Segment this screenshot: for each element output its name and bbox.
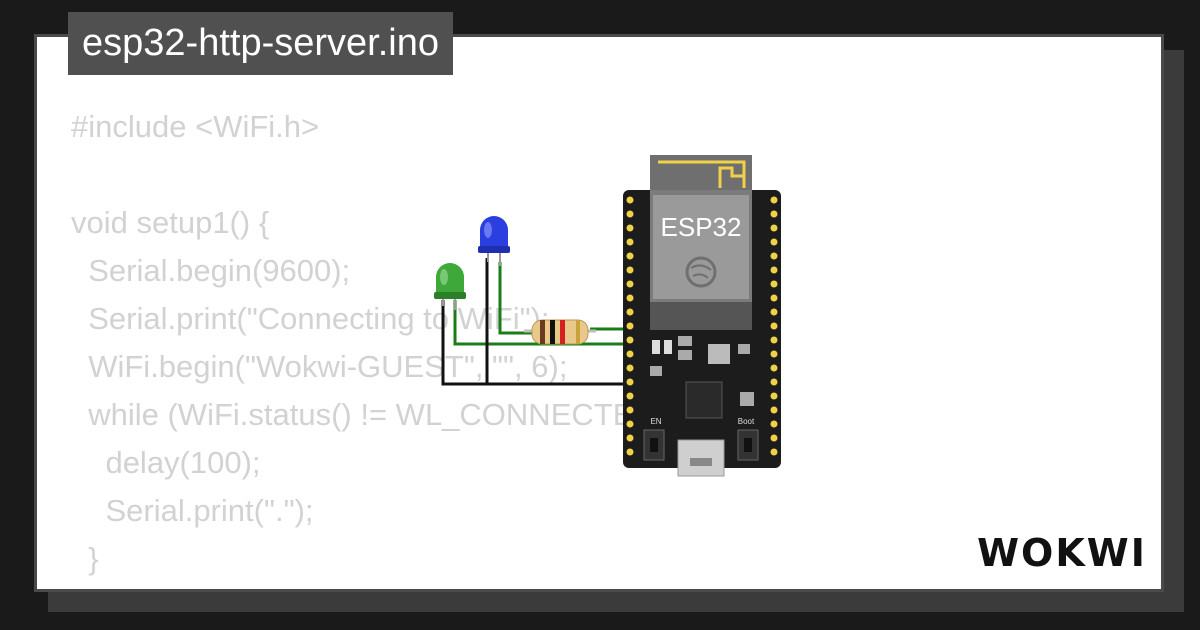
code-line: Serial.print("Connecting to WiFi"); — [71, 301, 550, 336]
pin-header-left — [626, 196, 634, 456]
boot-button-label: Boot — [738, 417, 755, 426]
resistor — [524, 319, 596, 345]
wire-black-gnd-2 — [441, 300, 487, 386]
code-line: Serial.begin(9600); — [71, 253, 351, 288]
en-button-label: EN — [650, 417, 661, 426]
esp32-board: ESP32 — [623, 155, 781, 477]
code-line: Serial.println(" Connected!"); — [71, 583, 685, 589]
wokwi-logo: WOKWI — [977, 531, 1147, 575]
project-title-tab[interactable]: esp32-http-server.ino — [68, 12, 453, 75]
code-line: while (WiFi.status() != WL_CONNECTED) { — [71, 397, 686, 432]
wokwi-logo-text: WOKWI — [977, 531, 1147, 575]
board-label: ESP32 — [661, 212, 742, 242]
circuit-diagram: ESP32 — [434, 155, 781, 477]
led-green — [434, 263, 466, 310]
code-line: delay(100); — [71, 445, 261, 480]
code-line: } — [71, 541, 99, 576]
espressif-logo-icon — [685, 256, 717, 288]
pin-header-right — [770, 196, 778, 456]
code-line: #include <WiFi.h> — [71, 109, 320, 144]
wire-green-blue-led — [498, 262, 538, 335]
code-line: void setup1() { — [71, 205, 270, 240]
led-blue — [478, 216, 510, 266]
code-line: WiFi.begin("Wokwi-GUEST", "", 6); — [71, 349, 568, 384]
code-line: Serial.print("."); — [71, 493, 314, 528]
code-snippet: #include <WiFi.h> void setup1() { Serial.… — [71, 103, 686, 589]
preview-card: #include <WiFi.h> void setup1() { Serial.… — [34, 34, 1164, 592]
